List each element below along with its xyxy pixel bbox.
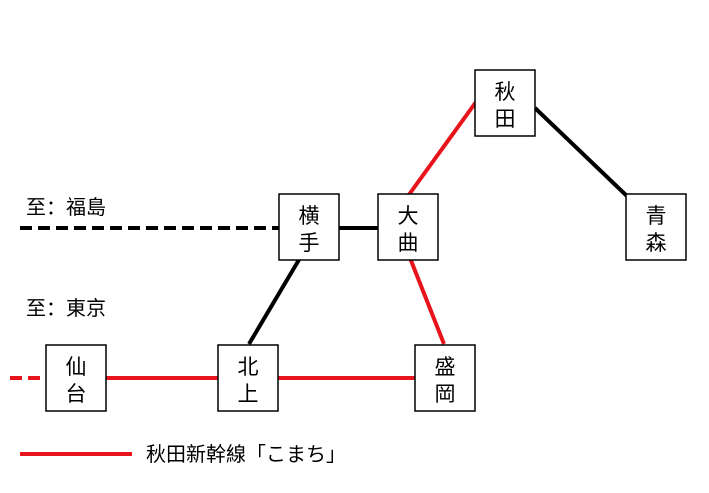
station-akita: 秋 田 [474,69,536,137]
station-aomori-char1: 青 [646,204,667,228]
line-yokote-kitakami [247,256,302,346]
station-aomori-box [625,193,687,261]
line-morioka-omagari [408,257,446,345]
line-omagari-akita [406,100,478,198]
station-akita-char2: 田 [495,107,516,131]
station-sendai: 仙 台 [45,344,107,412]
legend-komachi-label: 秋田新幹線「こまち」 [146,442,346,466]
station-morioka: 盛 岡 [414,344,476,412]
station-yokote: 横 手 [278,193,340,261]
station-omagari-char1: 大 [398,204,419,228]
station-omagari-box [377,193,439,261]
station-sendai-box [45,344,107,412]
station-yokote-char2: 手 [299,231,320,255]
station-yokote-box [278,193,340,261]
station-morioka-char2: 岡 [435,382,456,406]
station-kitakami-char1: 北 [238,355,259,379]
direction-label-tokyo: 至：東京 [26,296,106,320]
station-akita-char1: 秋 [495,80,516,104]
station-omagari: 大 曲 [377,193,439,261]
station-sendai-char1: 仙 [66,355,87,379]
station-kitakami: 北 上 [217,344,279,412]
station-aomori-char2: 森 [646,231,667,255]
station-morioka-char1: 盛 [435,355,456,379]
station-morioka-box [414,344,476,412]
station-akita-box [474,69,536,137]
station-yokote-char1: 横 [299,204,320,228]
station-aomori: 青 森 [625,193,687,261]
station-sendai-char2: 台 [66,382,87,406]
station-kitakami-box [217,344,279,412]
station-omagari-char2: 曲 [398,231,419,255]
direction-label-fukushima: 至：福島 [26,195,106,219]
station-kitakami-char2: 上 [238,382,259,406]
